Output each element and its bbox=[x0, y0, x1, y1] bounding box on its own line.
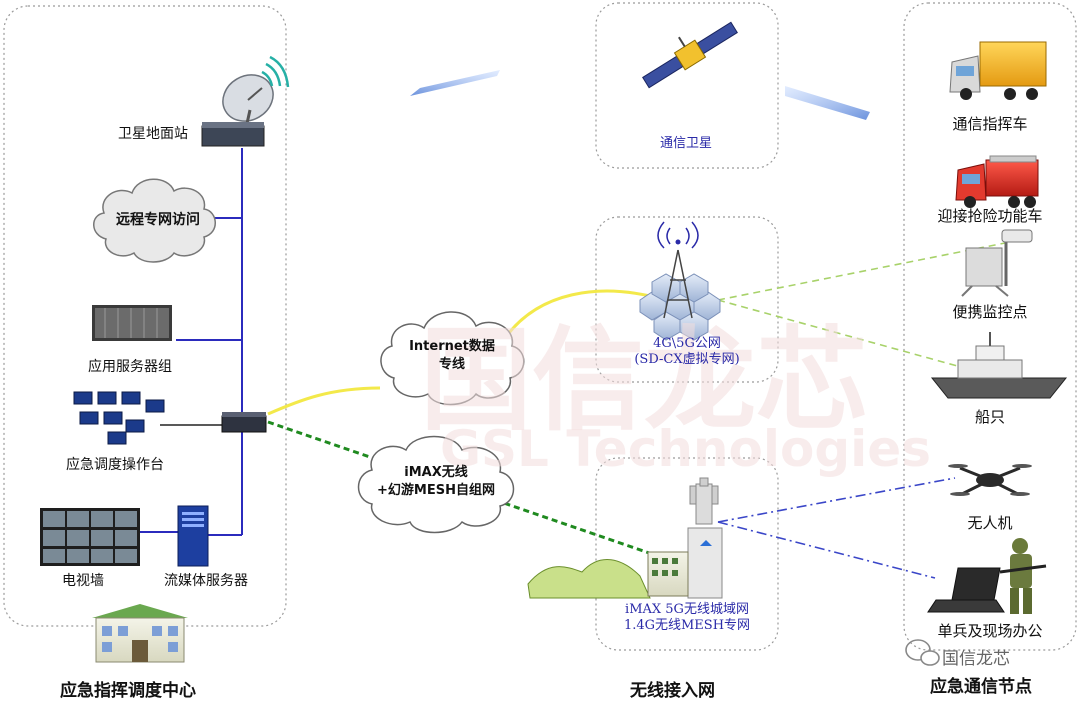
drone-icon bbox=[948, 464, 1032, 496]
right-panel-border bbox=[903, 2, 1077, 651]
imax-links bbox=[717, 477, 956, 579]
command-vehicle-label: 通信指挥车 bbox=[952, 115, 1028, 133]
yellow-link-left bbox=[267, 386, 381, 416]
ship-icon bbox=[930, 332, 1068, 399]
soldier-office-label: 单兵及现场办公 bbox=[937, 622, 1043, 640]
wechat-mark-label: 国信龙芯 bbox=[942, 649, 1010, 669]
remote-net-label: 远程专网访问 bbox=[116, 212, 200, 228]
left-panel-border bbox=[3, 5, 287, 627]
internet-cloud-line2: 专线 bbox=[438, 357, 465, 372]
left-panel-title: 应急指挥调度中心 bbox=[60, 681, 196, 701]
rescue-vehicle-label: 迎接抢险功能车 bbox=[937, 207, 1043, 225]
satellite-panel-border bbox=[595, 2, 779, 169]
imax-panel-border bbox=[595, 457, 779, 651]
satellite-dish-icon bbox=[201, 55, 290, 147]
imax-cloud-line2: +幻游MESH自组网 bbox=[377, 483, 495, 498]
dispatch-console-icon bbox=[73, 391, 165, 445]
middle-panel-title: 无线接入网 bbox=[630, 681, 715, 701]
watermark-brand-en: GSL Technologies bbox=[440, 420, 931, 478]
rescue-vehicle-icon bbox=[955, 155, 1039, 208]
imax-net-line2: 1.4G无线MESH专网 bbox=[623, 618, 751, 633]
remote-net-cloud-icon bbox=[93, 178, 216, 263]
core-switch-icon bbox=[221, 412, 267, 433]
internet-cloud-icon bbox=[380, 311, 525, 406]
portable-monitor-label: 便携监控点 bbox=[952, 303, 1028, 321]
command-center-building-icon bbox=[92, 604, 188, 663]
beam-left bbox=[410, 70, 500, 96]
watermark-brand-cn: 国信龙芯 bbox=[420, 316, 868, 446]
public-net-line1: 4G\5G公网 bbox=[653, 336, 721, 351]
satellite-icon bbox=[642, 21, 738, 89]
satellite-label: 通信卫星 bbox=[659, 136, 712, 151]
right-panel-title: 应急通信节点 bbox=[930, 677, 1032, 697]
satellite-ground-station-label: 卫星地面站 bbox=[118, 126, 188, 142]
laptop-icon bbox=[927, 567, 1005, 613]
server-rack-icon bbox=[92, 305, 172, 341]
imax-cloud-icon bbox=[357, 435, 515, 534]
imax-base-station-icon bbox=[687, 477, 723, 599]
app-servers-label: 应用服务器组 bbox=[88, 359, 172, 375]
imax-net-label: iMAX 5G无线城域网 1.4G无线MESH专网 bbox=[598, 602, 776, 634]
hills-icon bbox=[527, 551, 689, 599]
imax-net-line1: iMAX 5G无线城域网 bbox=[625, 602, 749, 617]
wechat-icon bbox=[905, 639, 940, 666]
beam-right bbox=[785, 86, 870, 120]
public-net-links bbox=[717, 242, 1006, 376]
streaming-server-icon bbox=[177, 505, 209, 567]
soldier-icon bbox=[999, 538, 1047, 614]
streaming-server-label: 流媒体服务器 bbox=[164, 573, 248, 589]
imax-cloud-line1: iMAX无线 bbox=[404, 465, 468, 480]
internet-cloud-line1: Internet数据 bbox=[409, 339, 495, 354]
dispatch-console-label: 应急调度操作台 bbox=[66, 457, 164, 473]
tv-wall-label: 电视墙 bbox=[62, 573, 104, 589]
backbone-lines bbox=[140, 148, 243, 536]
portable-monitor-icon bbox=[961, 229, 1033, 297]
yellow-link-right bbox=[503, 289, 651, 339]
public-net-line2: (SD-CX虚拟专网) bbox=[634, 352, 740, 367]
public-net-panel-border bbox=[595, 216, 779, 383]
command-vehicle-icon bbox=[949, 41, 1047, 100]
drone-label: 无人机 bbox=[967, 514, 1013, 532]
public-net-label: 4G\5G公网 (SD-CX虚拟专网) bbox=[600, 336, 774, 368]
cell-tower-icon bbox=[639, 221, 721, 341]
ship-label: 船只 bbox=[974, 408, 1005, 426]
tv-wall-icon bbox=[40, 508, 140, 566]
imax-cloud-label: iMAX无线 +幻游MESH自组网 bbox=[362, 464, 510, 500]
internet-cloud-label: Internet数据 专线 bbox=[392, 338, 512, 374]
